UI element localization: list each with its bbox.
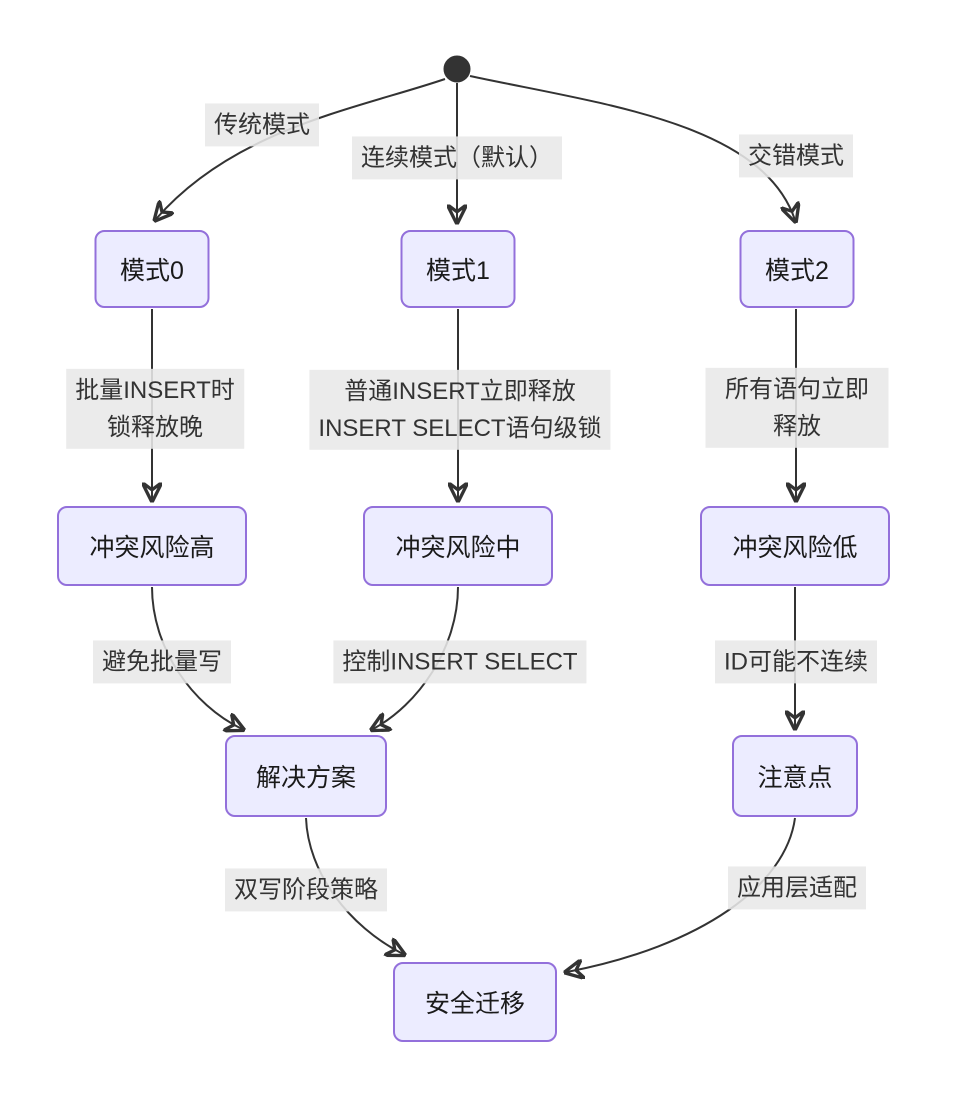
edge-notes-safemigration (567, 817, 796, 972)
node-safe-migration-label: 安全迁移 (424, 990, 525, 1018)
edge-label-all-statements-release: 所有语句立即释放 (705, 367, 889, 449)
node-mode1-label: 模式1 (426, 257, 490, 285)
node-risk-high: 冲突风险高 (57, 506, 247, 586)
edge-label-id-not-consecutive: ID可能不连续 (715, 640, 877, 684)
node-mode2: 模式2 (739, 230, 855, 308)
edge-label-interleaved-mode: 交错模式 (739, 134, 853, 178)
node-solution: 解决方案 (225, 735, 387, 817)
edge-label-bulk-insert-lock-late: 批量INSERT时 锁释放晚 (66, 368, 244, 450)
edge-label-traditional-mode: 传统模式 (205, 103, 319, 147)
node-safe-migration: 安全迁移 (393, 962, 557, 1042)
edge-label-avoid-bulk-write: 避免批量写 (93, 640, 231, 684)
edge-start-mode2 (469, 75, 795, 220)
node-risk-low-label: 冲突风险低 (732, 534, 858, 562)
node-mode2-label: 模式2 (765, 257, 829, 285)
edge-label-normal-insert-release: 普通INSERT立即释放 INSERT SELECT语句级锁 (309, 369, 611, 451)
edge-label-double-write-strategy: 双写阶段策略 (225, 868, 387, 912)
node-mode1: 模式1 (400, 230, 516, 308)
start-state-node (443, 55, 471, 83)
node-mode0-label: 模式0 (120, 257, 184, 285)
node-risk-high-label: 冲突风险高 (89, 534, 215, 562)
edge-label-app-layer-adapt: 应用层适配 (728, 866, 866, 910)
node-notes: 注意点 (732, 735, 858, 817)
edge-label-control-insert-select: 控制INSERT SELECT (333, 640, 587, 684)
node-mode0: 模式0 (94, 230, 210, 308)
node-risk-low: 冲突风险低 (700, 506, 890, 586)
node-risk-mid-label: 冲突风险中 (395, 534, 521, 562)
node-solution-label: 解决方案 (255, 764, 356, 792)
node-notes-label: 注意点 (757, 764, 833, 792)
node-risk-mid: 冲突风险中 (363, 506, 553, 586)
edge-label-consecutive-mode-default: 连续模式（默认） (352, 136, 562, 180)
